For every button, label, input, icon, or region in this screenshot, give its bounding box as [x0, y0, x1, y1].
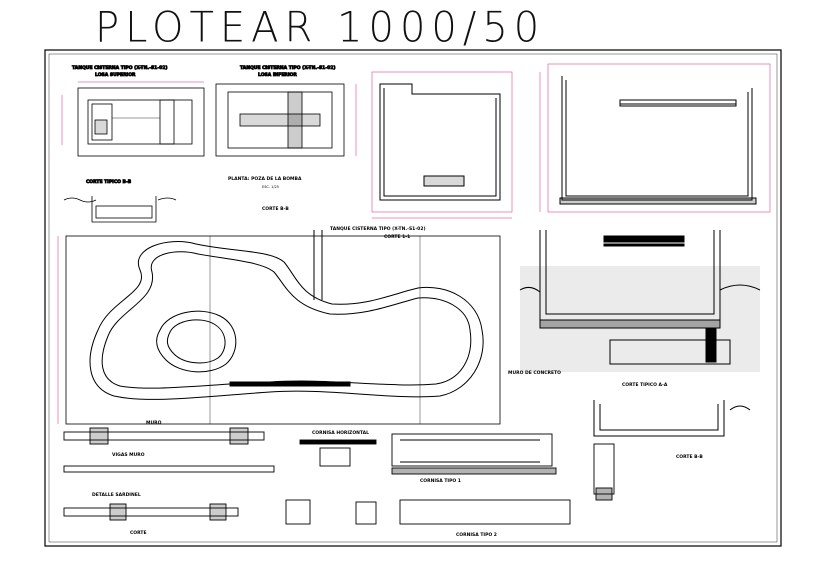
tank-plan-bottom-title: TANQUE CISTERNA TIPO (X-TN.-S1-02)	[240, 65, 336, 71]
detalle-sardinel-label: DETALLE SARDINEL	[92, 492, 141, 498]
section-bb-small: CORTE TIPICO B-B	[63, 179, 177, 223]
tank-section-1	[371, 71, 513, 219]
corte-tipico-aa-label: CORTE TIPICO A-A	[622, 382, 668, 388]
corte-11-label: CORTE 1-1	[384, 234, 410, 240]
tank-plan-top-title: TANQUE CISTERNA TIPO (X-TN.-S1-02)	[72, 65, 168, 71]
corte-label: CORTE	[130, 530, 147, 536]
track-plan	[57, 230, 501, 425]
tank-plan-top-subtitle: LOSA SUPERIOR	[95, 72, 136, 78]
section-aa-small-title: CORTE B-B	[262, 206, 289, 212]
cornisa-tipo2-label: CORNISA TIPO 2	[456, 532, 497, 538]
tank-plan-bottom-subtitle: LOSA INFERIOR	[258, 72, 297, 78]
cornisa-tipo-label: CORNISA TIPO 1	[420, 478, 461, 484]
corte-bb-label: CORTE B-B	[676, 454, 703, 460]
muro-concreto-label: MURO DE CONCRETO	[508, 370, 561, 376]
plan-foundation-title: PLANTA: POZA DE LA BOMBA	[228, 176, 302, 182]
sheet-inner-border	[48, 53, 778, 543]
tank-plan-top-slab: TANQUE CISTERNA TIPO (X-TN.-S1-02) LOSA …	[61, 65, 205, 157]
tank-section-main-title: TANQUE CISTERNA TIPO (X-TN.-S1-02)	[330, 226, 426, 232]
tank-plan-bottom-slab: TANQUE CISTERNA TIPO (X-TN.-S1-02) LOSA …	[215, 65, 357, 157]
cornisa-horizontal-label: CORNISA HORIZONTAL	[312, 430, 369, 436]
detail-bb	[593, 400, 751, 437]
muro-label: MURO	[146, 420, 162, 426]
bottom-details	[63, 427, 615, 525]
sheet-title: PLOTEAR 1000/50	[95, 3, 546, 53]
wall-section-ground	[519, 230, 761, 372]
vigas-muro-label: VIGAS MURO	[112, 452, 145, 458]
plan-foundation-scale: ESC. 1/25	[262, 185, 279, 189]
section-bb-title: CORTE TIPICO B-B	[86, 179, 132, 185]
sheet-border	[44, 49, 782, 547]
tank-section-2	[539, 63, 771, 213]
